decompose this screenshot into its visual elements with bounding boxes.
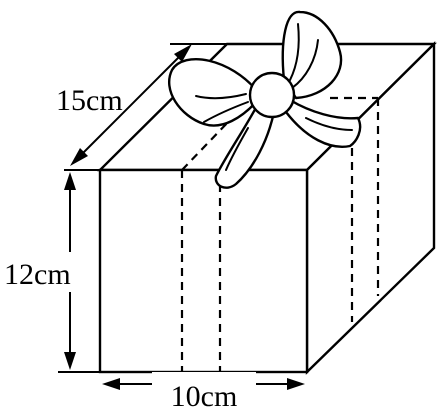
bow-right-loop-fold (289, 23, 300, 81)
height-label: 12cm (4, 258, 71, 291)
width-label: 10cm (171, 380, 238, 413)
depth-arrowhead-front (70, 148, 88, 166)
ribbon-lines (180, 96, 380, 372)
height-arrowhead-bottom (64, 352, 76, 370)
bow-left-loop (168, 57, 260, 127)
bow-right-loop-fold2 (291, 39, 319, 89)
ribbon-top-left (181, 119, 231, 171)
bow-left-tail-fold (225, 127, 249, 171)
bow-right-tail-fold (305, 117, 353, 131)
bow-right-tail (284, 98, 362, 148)
width-label-backdrop (152, 372, 256, 414)
gift-box (97, 41, 437, 375)
width-arrowhead-right (287, 378, 305, 390)
width-arrowhead-left (102, 378, 120, 390)
dimension-height: 12cm (2, 172, 100, 373)
depth-arrowhead-back (174, 44, 192, 62)
bow-left-tail (214, 102, 276, 189)
bow-right-loop (281, 10, 343, 100)
dimension-width: 10cm (102, 372, 305, 414)
bow-knot (248, 71, 296, 119)
depth-label: 15cm (56, 84, 123, 117)
dimension-depth: 15cm (56, 43, 227, 171)
bow-left-loop-fold2 (203, 101, 249, 123)
box-front-face (98, 168, 309, 374)
bow-left-loop-fold (195, 93, 247, 100)
height-arrowhead-top (64, 172, 76, 190)
height-label-backdrop (2, 252, 96, 292)
bow-icon (168, 10, 362, 189)
depth-arrow-line (75, 49, 187, 161)
